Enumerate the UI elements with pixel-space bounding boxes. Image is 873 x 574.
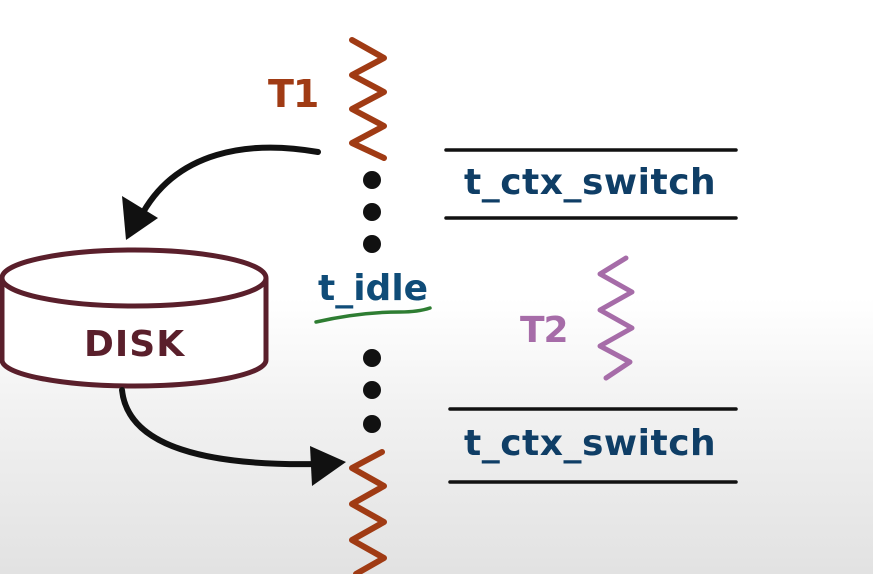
idle-dot xyxy=(363,381,381,399)
idle-time-label: t_idle xyxy=(318,268,429,309)
thread-1-resume-squiggle-icon xyxy=(349,449,387,574)
thread-1-label: T1 xyxy=(268,72,319,116)
context-switch-bottom-label: t_ctx_switch xyxy=(464,423,717,464)
idle-dot xyxy=(363,349,381,367)
thread-1-squiggle-icon xyxy=(349,37,387,161)
idle-dot xyxy=(363,235,381,253)
disk-cylinder-icon xyxy=(0,247,269,389)
thread-2-label: T2 xyxy=(520,310,569,351)
io-return-arrowhead xyxy=(310,446,346,486)
thread-2-squiggle-icon xyxy=(597,255,635,381)
disk-label: DISK xyxy=(84,324,186,365)
io-return-arrow-icon xyxy=(119,387,321,468)
io-request-arrow-icon xyxy=(137,144,321,221)
idle-dot xyxy=(363,203,381,221)
idle-dot xyxy=(363,415,381,433)
idle-underline xyxy=(314,306,432,324)
context-switch-top-label: t_ctx_switch xyxy=(464,162,717,203)
idle-dot xyxy=(363,171,381,189)
io-request-arrowhead xyxy=(122,196,158,240)
